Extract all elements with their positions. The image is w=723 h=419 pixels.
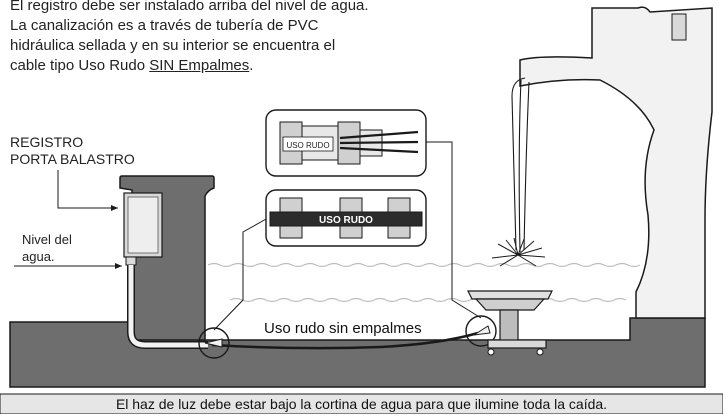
inset-top-label: USO RUDO [286, 141, 329, 150]
fountain-wall-right [519, 6, 713, 319]
water-line-right [229, 297, 627, 303]
nivel-label-line-2: agua. [22, 249, 55, 264]
water-curtain [511, 77, 530, 253]
intro-line-4: cable tipo Uso Rudo SIN Empalmes. [10, 56, 430, 76]
intro-emphasis: SIN Empalmes [149, 57, 250, 74]
cable-line [211, 331, 479, 350]
inset-connector-bottom [265, 189, 427, 247]
water-surface-lines [207, 262, 641, 303]
registro-label-line-1: REGISTRO [10, 134, 84, 150]
caption: El haz de luz debe estar bajo la cortina… [115, 396, 608, 412]
registro-label-line-2: PORTA BALASTRO [10, 151, 135, 167]
cable-label: Uso rudo sin empalmes [264, 320, 422, 337]
water-splash [491, 237, 546, 267]
connector-circle-left [198, 327, 230, 359]
nivel-label-line-1: Nivel del [22, 232, 72, 247]
intro-paragraph: El registro debe ser instalado arriba de… [10, 0, 430, 76]
registro-label-arrow [57, 170, 118, 209]
leader-line-top-inset [426, 141, 482, 319]
leader-line-bottom-inset [213, 217, 269, 331]
connector-circle-right [465, 315, 497, 347]
intro-line-1: El registro debe ser instalado arriba de… [10, 0, 369, 14]
intro-line-4-suffix: . [249, 57, 254, 74]
water-line-left [207, 262, 641, 268]
inset-connector-top [265, 109, 427, 177]
registro-box [123, 192, 163, 266]
nivel-label: Nivel del agua. [22, 231, 72, 265]
intro-line-2: La canalización es a través de tubería d… [10, 17, 319, 34]
intro-line-4-prefix: cable tipo Uso Rudo [10, 57, 150, 74]
registro-label: REGISTRO PORTA BALASTRO [10, 134, 135, 168]
inset-bottom-label: USO RUDO [319, 215, 373, 226]
spotlight-fixture [467, 290, 553, 356]
intro-line-3: hidráulica sellada y en su interior se e… [10, 37, 336, 54]
